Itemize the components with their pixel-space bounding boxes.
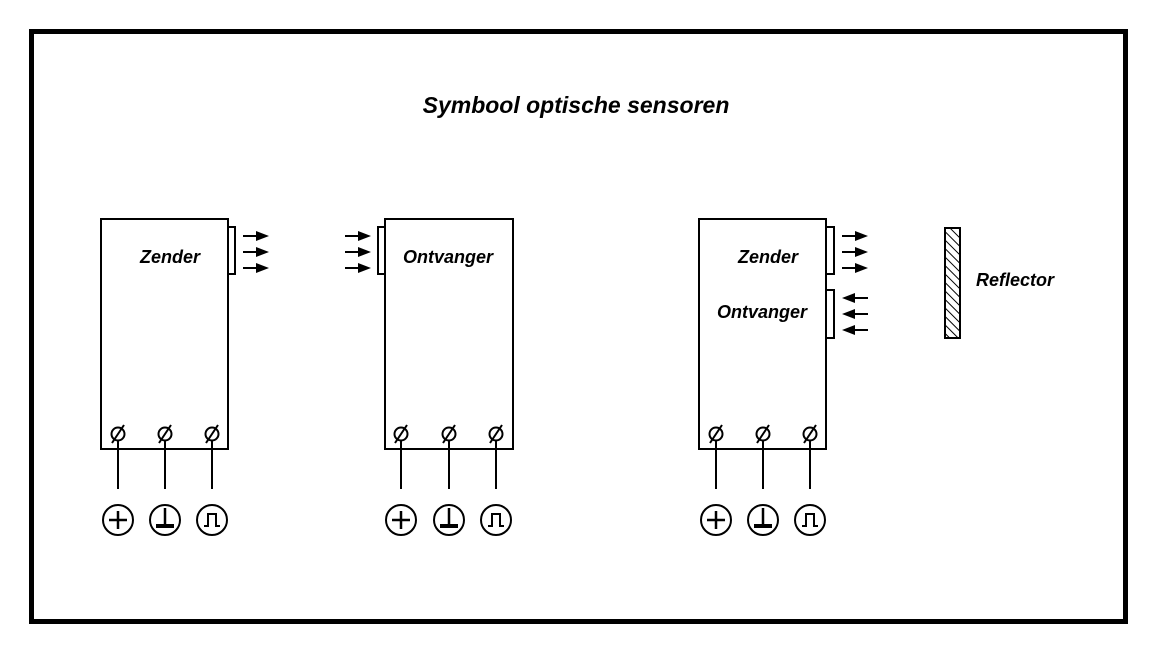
light-arrows-in	[842, 293, 868, 335]
sensor-label: Ontvanger	[403, 247, 494, 267]
light-arrows-out	[842, 231, 868, 273]
screw-terminal-icon	[802, 424, 818, 444]
arrow-right-icon	[842, 247, 868, 257]
zender-lens	[826, 226, 835, 275]
plus-icon	[385, 504, 417, 536]
sensor-label: Zender	[139, 247, 201, 267]
screw-terminal-icon	[393, 424, 409, 444]
pulse-icon	[480, 504, 512, 536]
screw-terminal-icon	[157, 424, 173, 444]
terminal-block	[102, 424, 228, 536]
ontvanger-lens	[377, 226, 385, 275]
arrow-right-icon	[842, 263, 868, 273]
arrow-right-icon	[345, 263, 371, 273]
ontvanger-lens	[826, 289, 835, 339]
terminal-plus	[385, 424, 417, 536]
arrow-left-icon	[842, 325, 868, 335]
arrow-right-icon	[243, 263, 269, 273]
ground-icon	[149, 504, 181, 536]
screw-terminal-icon	[441, 424, 457, 444]
screw-terminal-icon	[488, 424, 504, 444]
ground-icon	[433, 504, 465, 536]
terminal-block	[700, 424, 826, 536]
terminal-ground	[433, 424, 465, 536]
terminal-signal	[480, 424, 512, 536]
pulse-icon	[196, 504, 228, 536]
terminal-ground	[747, 424, 779, 536]
sensor-reflex: Zender Ontvanger	[698, 218, 868, 536]
reflector-label: Reflector	[976, 270, 1055, 290]
terminal-block	[385, 424, 512, 536]
terminal-plus	[102, 424, 134, 536]
screw-terminal-icon	[204, 424, 220, 444]
terminal-ground	[149, 424, 181, 536]
screw-terminal-icon	[110, 424, 126, 444]
arrow-left-icon	[842, 293, 868, 303]
arrow-right-icon	[243, 247, 269, 257]
sensor-ontvanger: Ontvanger	[345, 218, 514, 536]
sensor-label-ontvanger: Ontvanger	[717, 302, 808, 322]
plus-icon	[102, 504, 134, 536]
reflector: Reflector	[944, 227, 1055, 339]
screw-terminal-icon	[755, 424, 771, 444]
sensor-zender: Zender	[100, 218, 269, 536]
arrow-right-icon	[345, 247, 371, 257]
arrow-right-icon	[345, 231, 371, 241]
terminal-signal	[794, 424, 826, 536]
arrow-right-icon	[842, 231, 868, 241]
arrow-left-icon	[842, 309, 868, 319]
page-title: Symbool optische sensoren	[423, 92, 730, 118]
screw-terminal-icon	[708, 424, 724, 444]
terminal-plus	[700, 424, 732, 536]
pulse-icon	[794, 504, 826, 536]
ground-icon	[747, 504, 779, 536]
reflector-plate	[944, 227, 961, 339]
light-arrows-out	[243, 231, 269, 273]
zender-lens	[228, 226, 236, 275]
light-arrows-in	[345, 231, 371, 273]
outer-frame	[29, 29, 1128, 624]
plus-icon	[700, 504, 732, 536]
arrow-right-icon	[243, 231, 269, 241]
terminal-signal	[196, 424, 228, 536]
sensor-label-zender: Zender	[737, 247, 799, 267]
